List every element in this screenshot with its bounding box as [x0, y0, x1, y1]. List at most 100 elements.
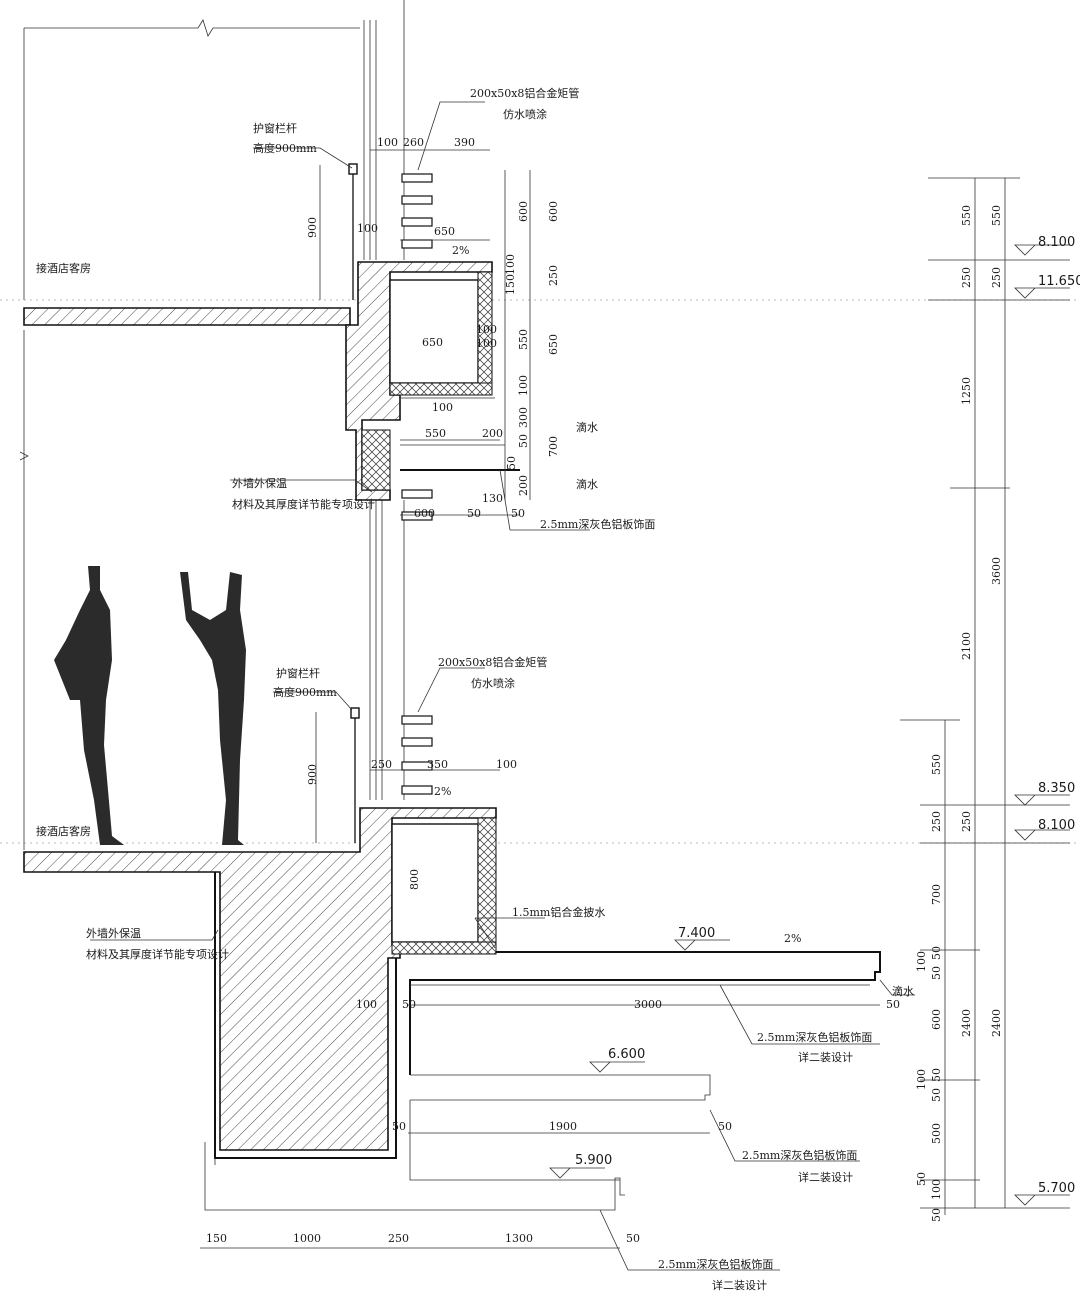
dim-text: 250 — [990, 267, 1003, 288]
dim-text: 800 — [408, 869, 421, 890]
dim-text: 3000 — [634, 998, 662, 1011]
dim-text: 200 — [482, 427, 503, 440]
cantilever-fins — [409, 951, 881, 1181]
dim-text: 50 — [517, 434, 530, 448]
dim-text: 900 — [306, 217, 319, 238]
dim-text: 900 — [306, 764, 319, 785]
alu-panel-label-4: 2.5mm深灰色铝板饰面 — [658, 1257, 773, 1271]
tube-label-top-sub: 仿水喷涂 — [503, 107, 547, 121]
dim-text: 100 — [517, 375, 530, 396]
guide-lines — [0, 0, 1080, 850]
dim-text: 100 — [496, 758, 517, 771]
dim-text: 390 — [454, 136, 475, 149]
dim-text: 2100 — [960, 632, 973, 660]
dim-text: 100 — [930, 1179, 943, 1200]
dim-text: 600 — [930, 1009, 943, 1030]
dim-text: 1250 — [960, 377, 973, 405]
insulation-label-top: 外墙外保温 — [232, 476, 287, 490]
lower-structure — [23, 807, 625, 1211]
dim-text: 550 — [517, 329, 530, 350]
dim-text: 700 — [547, 436, 560, 457]
dim-text: 150 — [206, 1232, 227, 1245]
dim-text: 600 — [414, 507, 435, 520]
dim-text: 100 — [432, 401, 453, 414]
tube-label-mid: 200x50x8铝合金矩管 — [438, 655, 547, 669]
insulation-label-top-sub: 材料及其厚度详节能专项设计 — [232, 497, 375, 511]
railing-label-top: 护窗栏杆 — [253, 121, 297, 135]
drip-label-1: 滴水 — [576, 420, 598, 434]
railings — [315, 163, 360, 843]
railing-label-mid-sub: 高度900mm — [273, 685, 337, 699]
dim-text: 100 — [356, 998, 377, 1011]
dim-text: 250 — [930, 811, 943, 832]
elevation-7400: 7.400 — [678, 926, 715, 941]
dim-text: 600 — [547, 201, 560, 222]
slope-label-3: 2% — [784, 932, 801, 945]
tube-label-top: 200x50x8铝合金矩管 — [470, 86, 579, 100]
dim-text: 50 — [930, 966, 943, 980]
insulation-label-bottom: 外墙外保温 — [86, 926, 141, 940]
alu-panel-label-2: 2.5mm深灰色铝板饰面 — [757, 1030, 872, 1044]
slope-label-2: 2% — [434, 785, 451, 798]
dim-text: 50 — [392, 1120, 406, 1133]
dim-text: 250 — [388, 1232, 409, 1245]
dim-text: 350 — [427, 758, 448, 771]
elevation-5700: 5.700 — [1038, 1181, 1075, 1196]
dim-text: 100 — [357, 222, 378, 235]
alu-panel-label-4-sub: 详二装设计 — [712, 1278, 767, 1292]
drip-label-3: 滴水 — [892, 984, 914, 998]
dim-text: 250 — [371, 758, 392, 771]
insulation-label-bottom-sub: 材料及其厚度详节能专项设计 — [86, 947, 229, 961]
elevation-8350: 8.350 — [1038, 781, 1075, 796]
railing-label-mid: 护窗栏杆 — [276, 666, 320, 680]
railing-label-top-sub: 高度900mm — [253, 141, 317, 155]
dim-text: 1300 — [505, 1232, 533, 1245]
alu-panel-label-3: 2.5mm深灰色铝板饰面 — [742, 1148, 857, 1162]
dim-text: 50 — [511, 507, 525, 520]
dim-text: 650 — [434, 225, 455, 238]
dimension-lines — [200, 149, 1070, 1249]
dim-text: 100 — [915, 1069, 928, 1090]
dim-text: 250 — [547, 265, 560, 286]
dim-text: 100 — [915, 951, 928, 972]
tube-label-mid-sub: 仿水喷涂 — [471, 676, 515, 690]
dim-text: 150 — [504, 274, 517, 295]
dim-text: 130 — [482, 492, 503, 505]
dim-text: 650 — [547, 334, 560, 355]
person-left-icon — [54, 566, 124, 845]
dim-text: 300 — [517, 407, 530, 428]
human-figures — [54, 566, 246, 845]
dim-text: 100 — [504, 254, 517, 275]
dim-text: 550 — [990, 205, 1003, 226]
elevation-5900: 5.900 — [575, 1153, 612, 1168]
room-label-top: 接酒店客房 — [36, 261, 91, 275]
drip-label-2: 滴水 — [576, 477, 598, 491]
dim-text: 100 — [377, 136, 398, 149]
dim-text: 50 — [886, 998, 900, 1011]
dim-text: 550 — [960, 205, 973, 226]
vertical-dims: 900 900 600 600 100 150 250 550 650 100 … — [306, 201, 1003, 1222]
elevation-markers — [549, 244, 1070, 1206]
dim-text: 1900 — [549, 1120, 577, 1133]
dim-text: 250 — [960, 267, 973, 288]
dim-text: 50 — [915, 1172, 928, 1186]
upper-slats — [401, 173, 433, 521]
dim-text: 500 — [930, 1123, 943, 1144]
alu-flashing-label: 1.5mm铝合金披水 — [512, 905, 605, 919]
elevation-6600: 6.600 — [608, 1047, 645, 1062]
dim-text: 50 — [930, 1208, 943, 1222]
dim-text: 260 — [403, 136, 424, 149]
alu-panel-label-3-sub: 详二装设计 — [798, 1170, 853, 1184]
dim-text: 50 — [718, 1120, 732, 1133]
dim-text: 100 — [476, 323, 497, 336]
room-label-mid: 接酒店客房 — [36, 824, 91, 838]
lower-tube-void — [391, 823, 479, 943]
dim-text: 3600 — [990, 557, 1003, 585]
dim-text: 50 — [930, 1068, 943, 1082]
dim-text: 650 — [422, 336, 443, 349]
dim-text: 2400 — [990, 1009, 1003, 1037]
dim-text: 1000 — [293, 1232, 321, 1245]
slope-label-1: 2% — [452, 244, 469, 257]
dim-text: 550 — [930, 754, 943, 775]
